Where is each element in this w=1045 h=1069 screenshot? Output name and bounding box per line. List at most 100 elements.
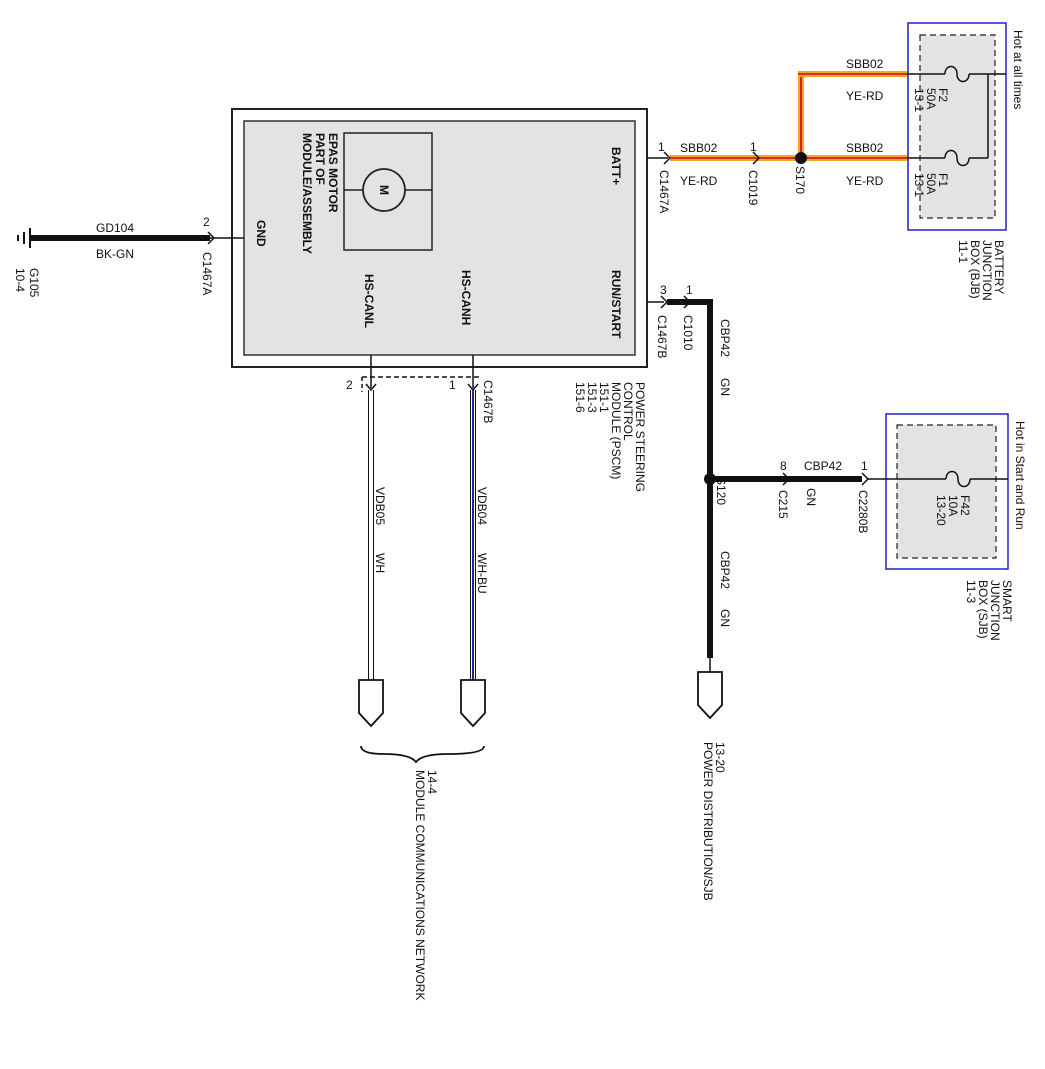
connector-chevron [782,472,791,486]
connector-chevron [365,383,377,392]
run-circuit: CBP42 [718,319,732,357]
fuse-f1-label: F1 50A 13-1 [912,173,950,197]
motor-symbol-letter: M [377,185,391,195]
down-circuit: CBP42 [718,551,732,589]
batt-circuit: SBB02 [680,141,718,155]
canl-color: WH [373,553,387,573]
sjb-pin: 1 [861,459,868,473]
sjb-branch-circuit: CBP42 [804,459,842,473]
bjb-inner-box [919,34,996,219]
bjb-label: BATTERY JUNCTION BOX (BJB) 11-1 [956,240,1006,301]
sjb-label-line: SMART [1000,580,1014,622]
power-dist-arrow-icon[interactable] [697,671,723,720]
inline-pin-c1019: 1 [750,140,757,154]
fuse-f42-id: F42 [958,495,972,516]
sjb-label-line: 11-3 [964,580,978,603]
canl-circuit: VDB05 [373,487,387,525]
canh-pin: 1 [449,378,456,392]
run-pin: 3 [660,283,667,297]
fuse-f1-id: F1 [936,173,950,187]
motor-label-line: MODULE/ASSEMBLY [300,133,314,254]
fuse-f2-id: F2 [936,88,950,102]
pin-label-gnd: GND [254,220,268,247]
ground-pin: 2 [203,215,210,229]
splice-s170-label: S170 [793,166,807,194]
ground-ref: G105 [27,268,41,298]
sjb-inner-box [896,424,997,559]
canh-wire [470,390,476,680]
ground-color: BK-GN [96,247,134,261]
canl-arrow-icon[interactable] [358,679,384,728]
power-dist-page: 13-20 [713,742,727,773]
down-color: GN [718,609,732,627]
run-connector: C1467B [655,315,669,358]
fuse-f42-symbol [945,470,971,488]
branch-connector-c215: C215 [776,490,790,519]
inline-connector-c1010: C1010 [681,315,695,351]
pscm-inner-box [243,120,636,356]
bjb-feed-color: YE-RD [846,174,884,188]
branch-pin-c215: 8 [780,459,787,473]
sjb-connector: C2280B [856,490,870,533]
pin-label-hs-canl: HS-CANL [362,274,376,328]
can-connector: C1467B [481,380,495,423]
bjb-branch-color: YE-RD [846,89,884,103]
canl-pin: 2 [346,378,353,392]
pscm-label-line: CONTROL [621,382,635,441]
fuse-f42-rating: 10A [946,495,960,516]
pscm-label-line: MODULE (PSCM) [609,382,623,479]
canl-wire [368,390,374,680]
fuse-f2-page: 13-1 [912,88,926,112]
pin-label-hs-canh: HS-CANH [459,270,473,325]
pscm-label: POWER STEERING CONTROL MODULE (PSCM) 151… [573,382,647,492]
run-color: GN [718,378,732,396]
fuse-f42-page: 13-20 [934,495,948,526]
canh-circuit: VDB04 [475,487,489,525]
fuse-f1-rating: 50A [924,173,938,194]
connector-chevron [752,151,761,165]
bjb-label-line: 11-1 [956,240,970,263]
sjb-label-line: BOX (SJB) [976,580,990,639]
bjb-branch-circuit: SBB02 [846,57,884,71]
ground-symbol [17,228,31,248]
bjb-label-line: BATTERY [992,240,1006,294]
bjb-hot-label: Hot at all times [1011,30,1025,109]
motor-label: EPAS MOTOR PART OF MODULE/ASSEMBLY [300,133,340,254]
ground-circuit: GD104 [96,221,134,235]
canh-arrow-icon[interactable] [460,679,486,728]
can-dest-page: 14-4 [425,770,439,794]
batt-connector: C1467A [657,170,671,213]
fuse-f2-rating: 50A [924,88,938,109]
bjb-label-line: BOX (BJB) [968,240,982,299]
inline-pin-c1010: 1 [686,283,693,297]
motor-label-line: PART OF [313,133,327,185]
pin-label-run-start: RUN/START [609,270,623,339]
bjb-label-line: JUNCTION [980,240,994,301]
connector-chevron [861,472,870,486]
ground-ref-page: 10-4 [13,268,27,292]
power-dist-name: POWER DISTRIBUTION/SJB [701,742,715,901]
canh-color: WH-BU [475,553,489,594]
batt-color: YE-RD [680,174,718,188]
sjb-label: SMART JUNCTION BOX (SJB) 11-3 [964,580,1014,641]
pscm-label-line: 151-1 [597,382,611,413]
ground-connector: C1467A [200,252,214,295]
splice-s120-label: S120 [714,477,728,505]
sjb-hot-label: Hot in Start and Run [1013,421,1027,530]
inline-connector-c1019: C1019 [746,170,760,206]
pin-label-batt: BATT+ [609,147,623,185]
connector-chevron [207,231,216,245]
pscm-label-line: 151-3 [585,382,599,413]
sjb-label-line: JUNCTION [988,580,1002,641]
splice-s170 [795,152,807,164]
fuse-f42-label: F42 10A 13-20 [934,495,972,526]
fuse-f1-page: 13-1 [912,173,926,197]
pscm-label-line: POWER STEERING [633,382,647,492]
bjb-feed-circuit: SBB02 [846,141,884,155]
batt-pin: 1 [658,140,665,154]
motor-symbol [362,168,406,212]
fuse-f1-symbol [944,149,970,167]
sjb-branch-color: GN [804,488,818,506]
can-dest-name: MODULE COMMUNICATIONS NETWORK [413,770,427,1000]
